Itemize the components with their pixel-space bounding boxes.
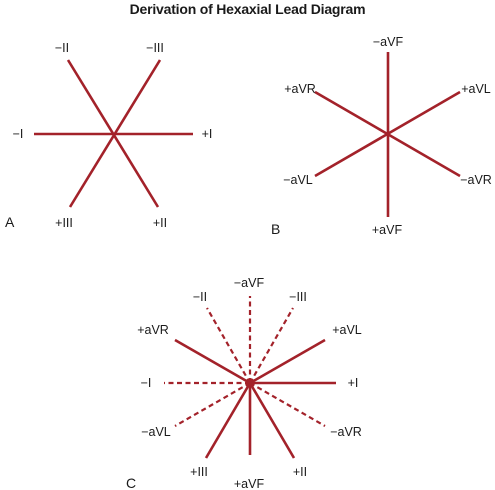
label-plus-i: +I [348, 376, 359, 390]
lead-ii-axis [66, 59, 160, 208]
label-minus-ii: −II [55, 41, 69, 55]
label-plus-avl: +aVL [461, 82, 491, 96]
label-minus-iii: −III [146, 41, 164, 55]
page-title: Derivation of Hexaxial Lead Diagram [129, 1, 366, 17]
label-minus-ii: −II [193, 290, 207, 304]
label-minus-avl: −aVL [141, 425, 171, 439]
panel-c: −aVF −II −III +aVR +aVL −I +I −aVL −aVR … [126, 276, 362, 490]
label-plus-avf: +aVF [372, 223, 403, 237]
panel-a: −II −III −I +I +III +II A [5, 41, 212, 230]
label-plus-i: +I [202, 127, 213, 141]
plus-iii-ray [204, 382, 252, 459]
label-minus-iii: −III [289, 290, 307, 304]
plus-ii-ray [248, 382, 296, 459]
plus-avr-ray [174, 338, 251, 385]
label-plus-ii: +II [293, 465, 307, 479]
label-minus-avr: −aVR [330, 425, 362, 439]
label-plus-iii: +III [190, 465, 208, 479]
minus-iii-ray [249, 307, 294, 384]
label-plus-avr: +aVR [137, 323, 169, 337]
label-minus-avl: −aVL [283, 173, 313, 187]
center-dot [246, 379, 254, 387]
panel-letter-a: A [5, 214, 15, 230]
panel-letter-b: B [271, 221, 280, 237]
lead-iii-axis [68, 59, 162, 208]
lead-avl-axis [314, 90, 461, 178]
panel-letter-c: C [126, 475, 136, 490]
label-plus-avl: +aVL [332, 323, 362, 337]
label-minus-avf: −aVF [234, 276, 265, 290]
panel-b: −aVF +aVR +aVL −aVL −aVR +aVF B [271, 35, 492, 237]
label-plus-iii: +III [55, 216, 73, 230]
minus-ii-ray [206, 307, 251, 384]
label-plus-avf: +aVF [234, 477, 265, 490]
label-plus-ii: +II [153, 216, 167, 230]
label-plus-avr: +aVR [284, 82, 316, 96]
minus-avr-ray [249, 382, 326, 427]
label-minus-i: −I [141, 376, 152, 390]
plus-avl-ray [249, 338, 326, 385]
label-minus-avf: −aVF [373, 35, 404, 49]
minus-avl-ray [174, 382, 251, 427]
label-minus-avr: −aVR [460, 173, 492, 187]
label-minus-i: −I [13, 127, 24, 141]
